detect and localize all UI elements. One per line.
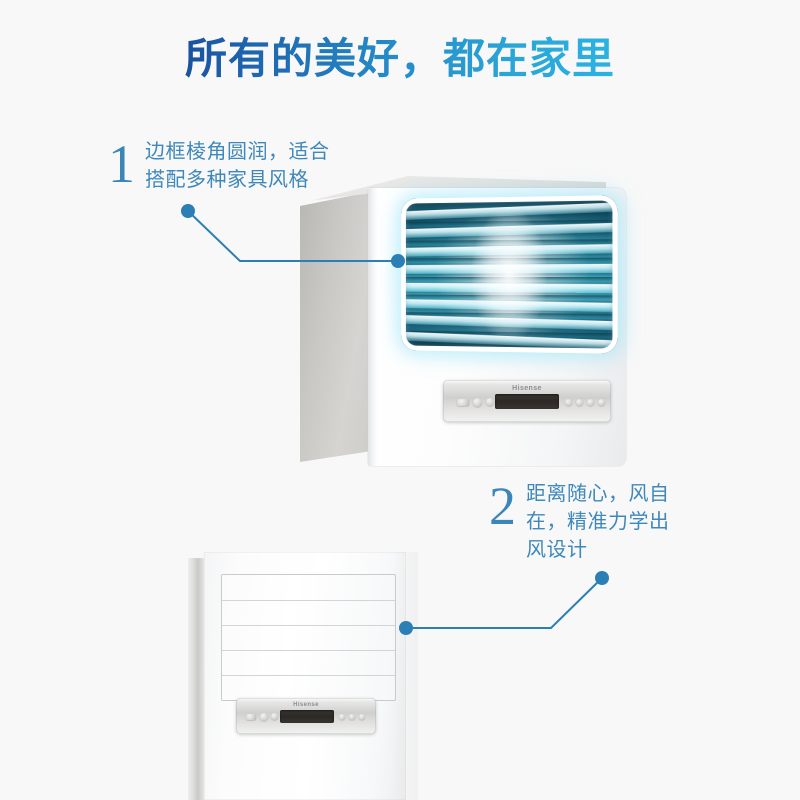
bottom-unit-button-power[interactable] bbox=[260, 713, 268, 721]
vent-louver-stack bbox=[404, 199, 614, 350]
top-unit-front-edge bbox=[368, 188, 378, 466]
vent-louver bbox=[404, 263, 614, 275]
bottom-unit-air-vent bbox=[221, 574, 396, 701]
bottom-vent-louver bbox=[222, 625, 395, 626]
bottom-unit-button-up[interactable] bbox=[339, 714, 345, 720]
callout-2-number: 2 bbox=[489, 476, 516, 536]
bottom-unit-button-down[interactable] bbox=[349, 714, 355, 720]
top-unit-button-up[interactable] bbox=[565, 399, 572, 406]
top-unit-side-panel bbox=[300, 192, 370, 462]
top-unit-control-panel[interactable]: Hisense bbox=[443, 380, 611, 422]
top-unit-air-vent bbox=[401, 195, 618, 354]
top-unit-button-sleep[interactable] bbox=[598, 399, 605, 406]
top-unit-button-mode[interactable] bbox=[457, 399, 469, 406]
bottom-vent-louver bbox=[222, 675, 395, 676]
bottom-unit-button-mode[interactable] bbox=[246, 714, 256, 720]
leader-line-2 bbox=[406, 577, 603, 629]
top-unit-button-fan[interactable] bbox=[486, 398, 494, 406]
brand-logo-bottom: Hisense bbox=[293, 702, 319, 708]
bottom-unit-control-panel[interactable]: Hisense bbox=[236, 698, 376, 734]
bottom-unit-side-panel bbox=[188, 558, 204, 800]
top-unit-lcd-display bbox=[495, 394, 559, 409]
bottom-unit-button-timer[interactable] bbox=[359, 714, 365, 720]
air-conditioner-bottom-unit bbox=[188, 552, 406, 800]
brand-logo-top: Hisense bbox=[512, 385, 542, 392]
vent-louver bbox=[404, 282, 614, 293]
callout-2-text: 距离随心，风自 在，精准力学出 风设计 bbox=[526, 483, 670, 561]
callout-1-text: 边框棱角圆润，适合 搭配多种家具风格 bbox=[145, 141, 330, 191]
top-unit-button-down[interactable] bbox=[576, 399, 583, 406]
leader-dot-2-end bbox=[595, 571, 609, 585]
page-title: 所有的美好，都在家里 bbox=[0, 33, 800, 85]
top-unit-button-timer[interactable] bbox=[587, 399, 594, 406]
leader-dot-1-start bbox=[181, 204, 195, 218]
callout-1-number: 1 bbox=[108, 134, 135, 194]
callout-1: 1 边框棱角圆润，适合 搭配多种家具风格 bbox=[108, 134, 330, 194]
bottom-unit-lcd-display bbox=[280, 710, 334, 723]
bottom-vent-louver bbox=[222, 600, 395, 601]
bottom-vent-louver bbox=[222, 650, 395, 651]
callout-2: 2 距离随心，风自 在，精准力学出 风设计 bbox=[489, 476, 670, 564]
bottom-unit-button-fan[interactable] bbox=[271, 713, 278, 720]
top-unit-button-power[interactable] bbox=[473, 398, 482, 407]
